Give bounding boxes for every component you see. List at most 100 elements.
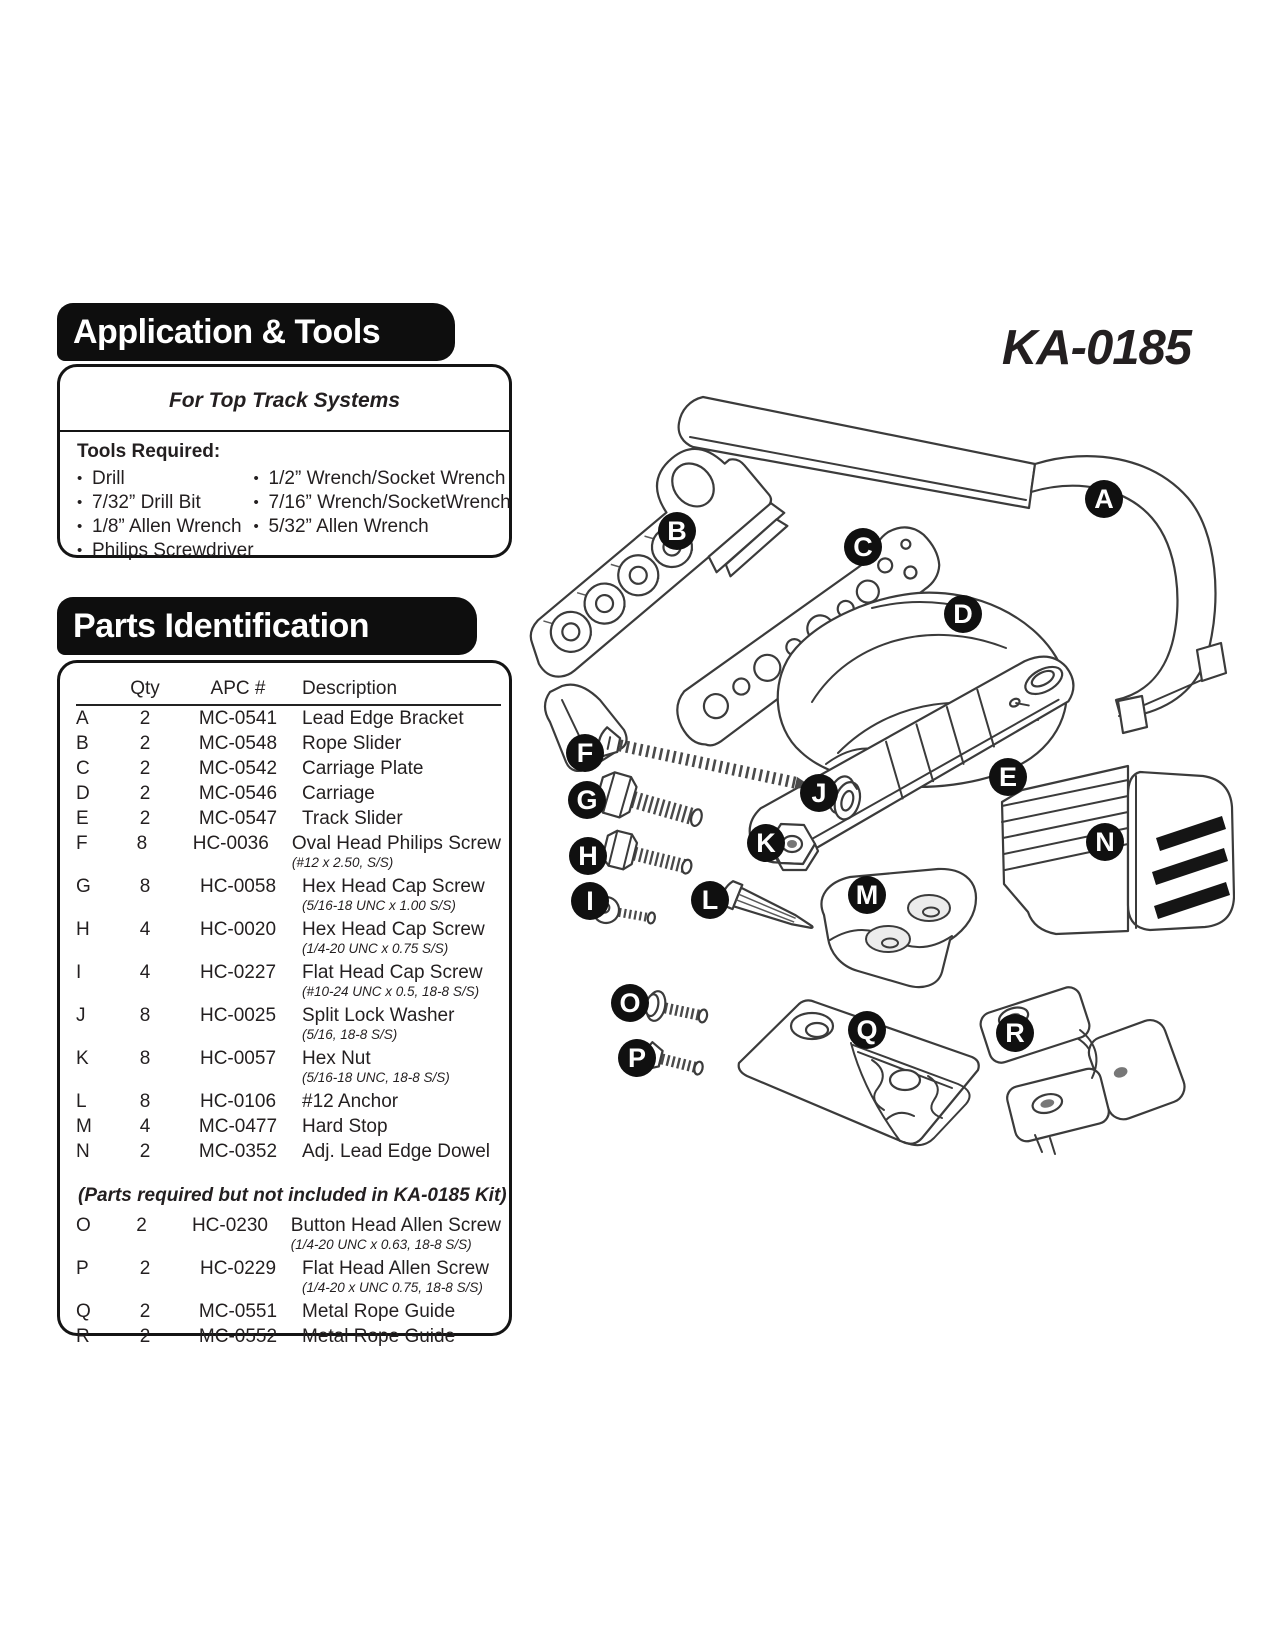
parts-identification-box: Qty APC # Description A 2 MC-0541 Lead E…: [57, 660, 512, 1347]
part-spec: (#10-24 UNC x 0.5, 18-8 S/S): [302, 984, 480, 999]
part-id: B: [76, 733, 89, 754]
bullet-icon: •: [253, 518, 259, 535]
part-id: O: [76, 1215, 91, 1236]
table-row: L 8 HC-0106 #12 Anchor: [76, 1089, 501, 1114]
part-qty: 2: [139, 1141, 151, 1162]
tool-item-label: 1/8” Allen Wrench: [92, 516, 242, 537]
part-description: #12 Anchor: [302, 1091, 399, 1112]
part-apc-number: HC-0106: [199, 1091, 277, 1112]
table-row: I 4 HC-0227 Flat Head Cap Screw (#10-24 …: [76, 960, 501, 1003]
tool-item: • 7/16” Wrench/SocketWrench: [254, 491, 511, 515]
part-description: Hex Head Cap Screw: [302, 876, 485, 897]
part-g-hex-cap-screw: [594, 771, 703, 828]
part-description: Rope Slider: [302, 733, 402, 754]
part-e-track-slider: [748, 655, 1075, 865]
table-row: Q 2 MC-0551 Metal Rope Guide: [76, 1299, 501, 1324]
part-qty: 2: [139, 1301, 151, 1322]
part-id: R: [76, 1326, 90, 1347]
part-n-lead-edge-dowel: [1000, 764, 1235, 936]
table-row: H 4 HC-0020 Hex Head Cap Screw (1/4-20 U…: [76, 917, 501, 960]
part-qty: 4: [139, 919, 151, 940]
part-h-hex-cap-screw: [601, 829, 693, 875]
part-label-l: L: [691, 881, 729, 919]
part-id: L: [76, 1091, 87, 1112]
part-apc-number: MC-0548: [198, 733, 278, 754]
application-tools-box: For Top Track Systems Tools Required: • …: [57, 364, 512, 561]
table-row: B 2 MC-0548 Rope Slider: [76, 731, 501, 756]
part-id: K: [76, 1048, 89, 1069]
parts-rows: A 2 MC-0541 Lead Edge Bracket B 2 MC-054…: [76, 706, 501, 1164]
not-included-note: (Parts required but not included in KA-0…: [78, 1185, 507, 1206]
tool-item: • 7/32” Drill Bit: [77, 491, 254, 515]
part-r-metal-rope-guide: [979, 986, 1186, 1155]
part-label-m: M: [848, 876, 886, 914]
part-id: N: [76, 1141, 90, 1162]
col-apc-header: APC #: [210, 678, 266, 699]
part-description: Flat Head Cap Screw: [302, 962, 483, 983]
application-tools-subtitle: For Top Track Systems: [168, 389, 401, 412]
table-row: O 2 HC-0230 Button Head Allen Screw (1/4…: [76, 1213, 501, 1256]
part-id: Q: [76, 1301, 91, 1322]
part-description: Metal Rope Guide: [302, 1301, 456, 1322]
part-id: P: [76, 1258, 89, 1279]
part-apc-number: HC-0229: [199, 1258, 277, 1279]
part-apc-number: MC-0552: [198, 1326, 278, 1347]
table-row: A 2 MC-0541 Lead Edge Bracket: [76, 706, 501, 731]
tools-required-label: Tools Required:: [77, 441, 221, 462]
part-description: Hex Nut: [302, 1048, 371, 1069]
part-a-lead-edge-bracket: [677, 395, 1228, 735]
part-f-philips-screw: [597, 726, 814, 789]
part-label-h: H: [569, 837, 607, 875]
part-qty: 4: [139, 962, 151, 983]
parts-identification-header: Parts Identification: [57, 597, 477, 655]
table-row: F 8 HC-0036 Oval Head Philips Screw (#12…: [76, 831, 501, 874]
part-apc-number: MC-0547: [198, 808, 278, 829]
part-id: E: [76, 808, 89, 829]
part-description: Oval Head Philips Screw: [291, 833, 501, 854]
part-apc-number: MC-0542: [198, 758, 278, 779]
tools-list: • Drill • 7/32” Drill Bit • 1/8” Allen W…: [77, 467, 511, 563]
part-qty: 8: [136, 833, 148, 854]
part-id: M: [76, 1116, 92, 1137]
part-id: C: [76, 758, 90, 779]
part-apc-number: HC-0020: [199, 919, 277, 940]
part-label-g: G: [568, 781, 606, 819]
table-row: C 2 MC-0542 Carriage Plate: [76, 756, 501, 781]
part-apc-number: HC-0036: [192, 833, 269, 854]
part-label-j: J: [800, 774, 838, 812]
col-id-header: [76, 676, 116, 701]
table-row: M 4 MC-0477 Hard Stop: [76, 1114, 501, 1139]
part-label-b: B: [658, 512, 696, 550]
part-qty: 2: [139, 1326, 151, 1347]
part-label-e: E: [989, 758, 1027, 796]
part-spec: (5/16-18 UNC, 18-8 S/S): [302, 1070, 450, 1085]
bullet-icon: •: [77, 542, 83, 559]
application-tools-divider: [57, 430, 512, 432]
tool-item: • 1/8” Allen Wrench: [77, 515, 254, 539]
part-label-q: Q: [848, 1011, 886, 1049]
part-qty: 2: [139, 733, 151, 754]
part-apc-number: HC-0025: [199, 1005, 277, 1026]
part-qty: 8: [139, 1005, 151, 1026]
part-l-anchor: [721, 880, 814, 929]
table-row: G 8 HC-0058 Hex Head Cap Screw (5/16-18 …: [76, 874, 501, 917]
part-description: Carriage Plate: [302, 758, 424, 779]
part-qty: 2: [139, 708, 151, 729]
table-row: J 8 HC-0025 Split Lock Washer (5/16, 18-…: [76, 1003, 501, 1046]
part-spec: (1/4-20 UNC x 0.63, 18-8 S/S): [290, 1237, 472, 1252]
bullet-icon: •: [77, 470, 83, 487]
part-label-p: P: [618, 1039, 656, 1077]
part-apc-number: HC-0227: [199, 962, 277, 983]
col-qty-header: Qty: [130, 678, 160, 699]
tool-item-label: 7/32” Drill Bit: [92, 492, 201, 513]
part-spec: (5/16-18 UNC x 1.00 S/S): [302, 898, 456, 913]
part-qty: 2: [136, 1215, 147, 1236]
part-qty: 2: [139, 808, 151, 829]
part-description: Flat Head Allen Screw: [302, 1258, 489, 1279]
part-o-button-head-screw: [644, 990, 709, 1024]
part-qty: 8: [139, 876, 151, 897]
extra-parts-rows: O 2 HC-0230 Button Head Allen Screw (1/4…: [76, 1213, 501, 1349]
part-apc-number: MC-0551: [198, 1301, 278, 1322]
part-description: Split Lock Washer: [302, 1005, 455, 1026]
